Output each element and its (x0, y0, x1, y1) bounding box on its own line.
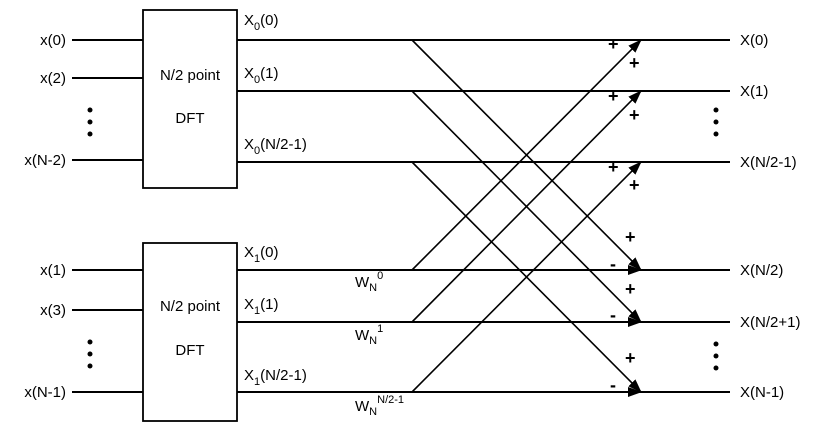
ellipsis-dot (713, 107, 719, 113)
twiddle-label-2: WNN/2-1 (355, 394, 404, 418)
bottom-output-label-0: X1(0) (244, 244, 278, 265)
top-dft-label-line1: N/2 point (160, 67, 221, 84)
output-label-XN2-1: X(N/2-1) (740, 154, 797, 171)
butterfly-line-bottom0-to-top0 (411, 39, 642, 271)
ellipsis-dot (87, 131, 93, 137)
ellipsis-dot (87, 363, 93, 369)
sign-plus: + (625, 348, 636, 368)
output-label-XN2: X(N/2) (740, 262, 783, 279)
output-label-X1: X(1) (740, 83, 768, 100)
sign-minus: - (610, 254, 616, 274)
top-output-label-2: X0(N/2-1) (244, 136, 307, 157)
bottom-output-label-2: X1(N/2-1) (244, 367, 307, 388)
sign-minus: - (610, 375, 616, 395)
input-label-x3: x(3) (40, 302, 66, 319)
ellipsis-dot (713, 119, 719, 125)
top-dft-label-line2: DFT (175, 110, 204, 127)
twiddle-label-0: WN0 (355, 270, 383, 294)
sign-plus: + (625, 279, 636, 299)
sign-plus: + (608, 86, 619, 106)
output-label-XN-1: X(N-1) (740, 384, 784, 401)
bottom-output-label-1: X1(1) (244, 296, 278, 317)
ellipsis-dot (713, 365, 719, 371)
butterfly-line-bottom1-to-top1 (411, 90, 642, 323)
twiddle-label-1: WN1 (355, 323, 383, 347)
input-label-x0: x(0) (40, 32, 66, 49)
output-label-X0: X(0) (740, 32, 768, 49)
sign-plus: + (608, 157, 619, 177)
top-output-label-0: X0(0) (244, 12, 278, 33)
bottom-dft-label-line2: DFT (175, 342, 204, 359)
ellipsis-dot (87, 351, 93, 357)
sign-plus: + (608, 34, 619, 54)
sign-minus: - (610, 305, 616, 325)
ellipsis-dot (87, 339, 93, 345)
input-label-xN-2: x(N-2) (24, 152, 66, 169)
bottom-dft-label-line1: N/2 point (160, 298, 221, 315)
butterfly-line-bottom2-to-top2 (411, 161, 642, 393)
sign-plus: + (625, 227, 636, 247)
bottom-dft-block (142, 242, 238, 422)
ellipsis-dot (713, 131, 719, 137)
sign-plus: + (629, 53, 640, 73)
output-label-XN2+1: X(N/2+1) (740, 314, 800, 331)
input-label-x2: x(2) (40, 70, 66, 87)
input-label-x1: x(1) (40, 262, 66, 279)
sign-plus: + (629, 175, 640, 195)
ellipsis-dot (713, 353, 719, 359)
ellipsis-dot (87, 107, 93, 113)
top-output-label-1: X0(1) (244, 65, 278, 86)
input-label-xN-1: x(N-1) (24, 384, 66, 401)
sign-plus: + (629, 105, 640, 125)
top-dft-block (142, 9, 238, 189)
ellipsis-dot (87, 119, 93, 125)
ellipsis-dot (713, 341, 719, 347)
